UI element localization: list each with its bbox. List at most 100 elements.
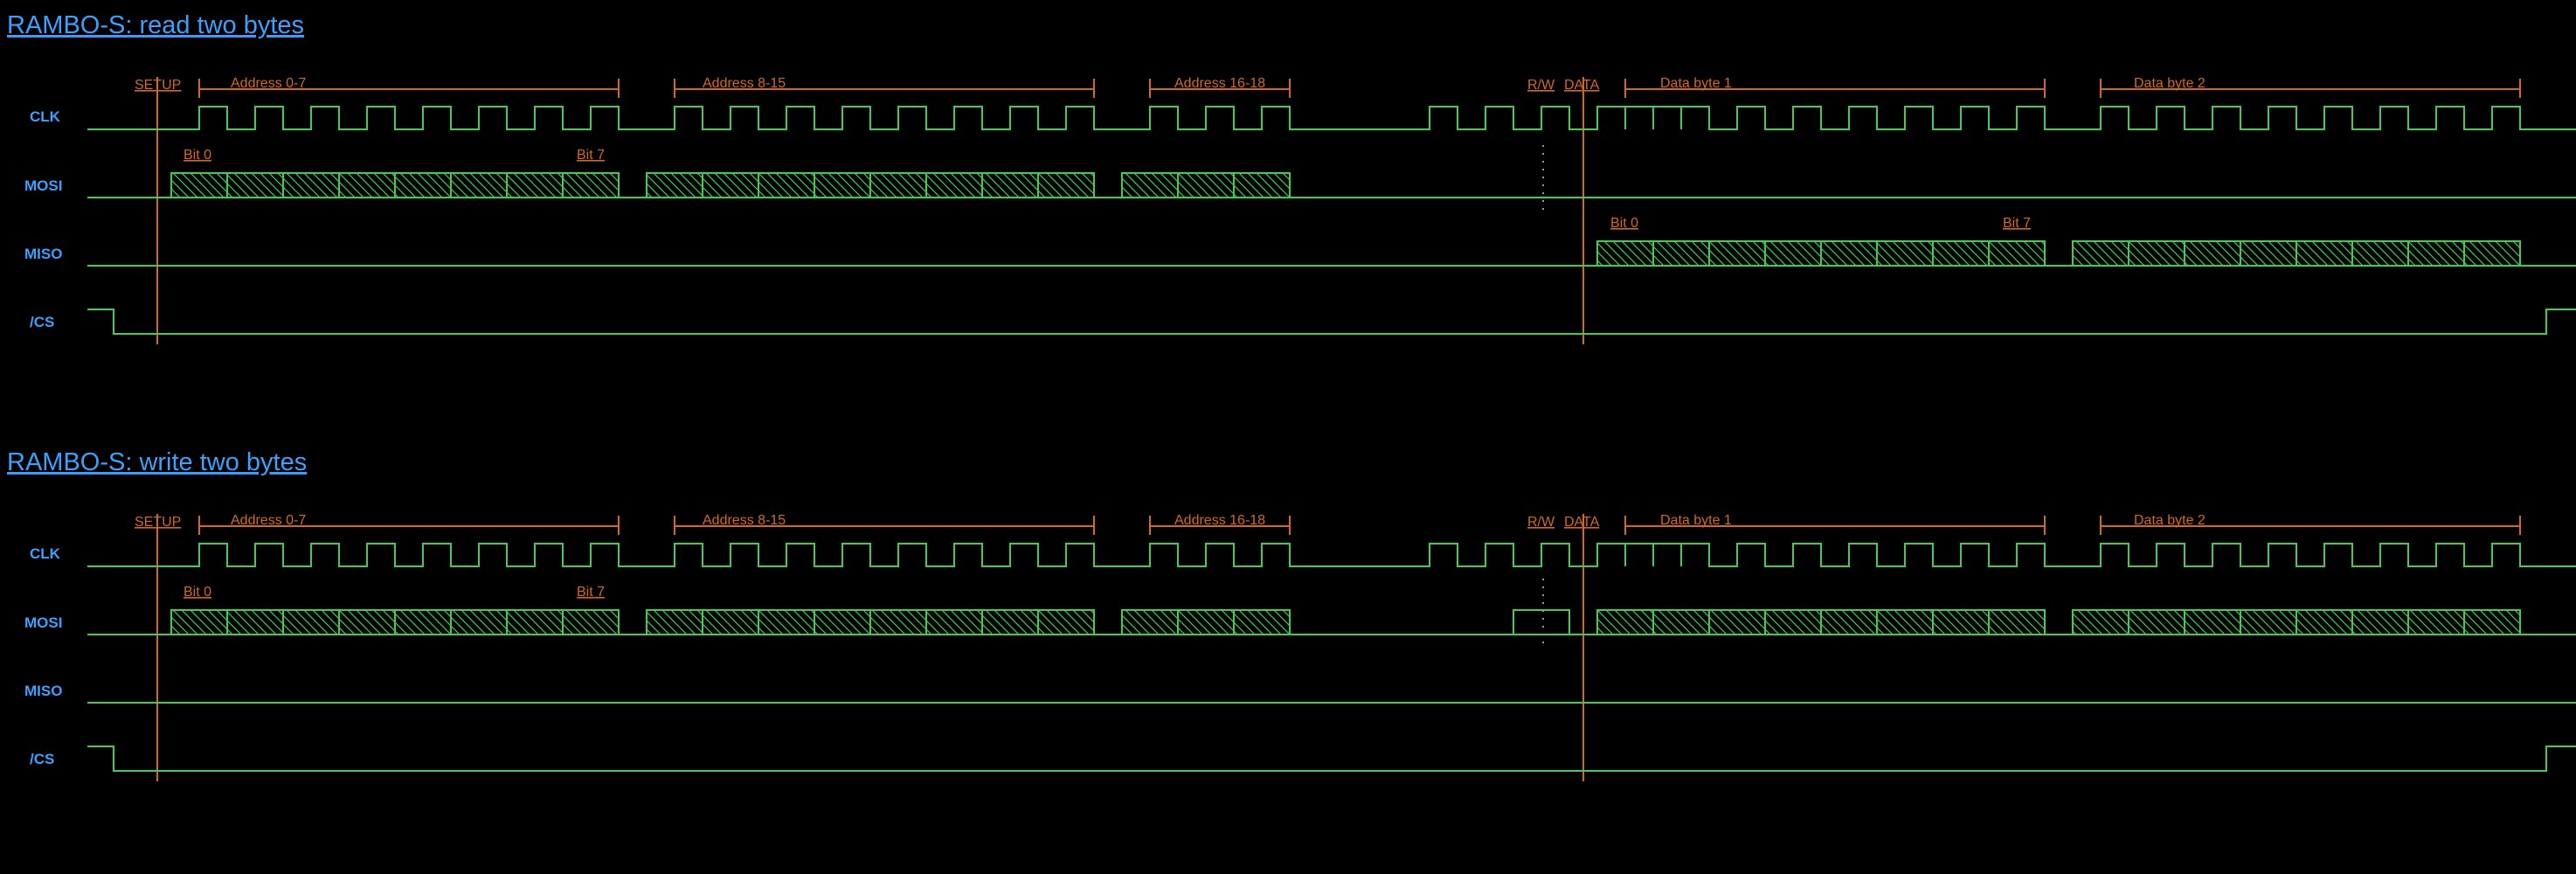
bit-cell: [814, 172, 871, 198]
bit-cell: [282, 172, 340, 198]
bit-cell: [1820, 609, 1878, 635]
bit-cell: [702, 609, 759, 635]
address-8-15-label: Address 8-15: [703, 513, 786, 528]
data-byte-1-bracket: [1624, 79, 2046, 98]
miso-label: MISO: [24, 246, 62, 262]
bit-cell: [1876, 609, 1934, 635]
bit-cell: [925, 609, 983, 635]
bit-cell: [1988, 609, 2046, 635]
bit-cell: [2296, 609, 2353, 635]
data-byte-2-label: Data byte 2: [2134, 76, 2206, 91]
bit-cell: [2072, 240, 2129, 267]
cs-label: /CS: [30, 751, 54, 767]
bit-cell: [338, 609, 396, 635]
bit-cell: [170, 172, 228, 198]
bit-cell: [1764, 240, 1822, 267]
data-label: DATA: [1564, 78, 1600, 93]
mosi-bit-0-label: Bit 0: [184, 585, 211, 600]
write-panel: RAMBO-S: write two bytes CLK MOSI MISO /…: [7, 448, 2576, 781]
miso-waveform: [87, 240, 2576, 267]
bit-cell: [506, 609, 564, 635]
bit-cell: [2072, 609, 2129, 635]
bit-cell: [1177, 609, 1235, 635]
bit-cell: [981, 609, 1039, 635]
data-byte-1-bracket: [1624, 516, 2046, 535]
address-8-15-bracket: [674, 79, 1095, 98]
data-byte-1-label: Data byte 1: [1660, 513, 1732, 528]
bit-cell: [2351, 609, 2409, 635]
cs-waveform: [87, 746, 2576, 772]
bit-cell: [1988, 240, 2046, 267]
bit-cell: [2240, 609, 2297, 635]
bit-cell: [450, 172, 508, 198]
write-title[interactable]: RAMBO-S: write two bytes: [7, 448, 307, 476]
address-0-7-bracket: [198, 79, 620, 98]
bit-cell: [394, 609, 452, 635]
mosi-label: MOSI: [24, 614, 62, 631]
bit-cell: [1037, 172, 1095, 198]
bit-cell: [1764, 609, 1822, 635]
bit-cell: [1233, 609, 1291, 635]
bit-cell: [1596, 240, 1654, 267]
clk-waveform: [87, 543, 2576, 567]
data-byte-2-label: Data byte 2: [2134, 513, 2206, 528]
mosi-bit-7-label: Bit 7: [577, 148, 605, 163]
bit-cell: [1177, 172, 1235, 198]
bit-cell: [2240, 240, 2297, 267]
data-byte-2-bracket: [2100, 516, 2521, 535]
address-0-7-bracket: [198, 516, 620, 535]
read-title[interactable]: RAMBO-S: read two bytes: [7, 11, 304, 39]
address-16-18-label: Address 16-18: [1174, 513, 1265, 528]
bit-cell: [2184, 240, 2241, 267]
address-16-18-bracket: [1149, 516, 1291, 535]
bit-cell: [394, 172, 452, 198]
bit-cell: [2463, 240, 2521, 267]
bit-cell: [2463, 609, 2521, 635]
bit-cell: [1121, 609, 1179, 635]
miso-bit-0-label: Bit 0: [1610, 216, 1638, 231]
bit-cell: [1121, 172, 1179, 198]
bit-cell: [2407, 609, 2465, 635]
bit-cell: [702, 172, 759, 198]
bit-cell: [338, 172, 396, 198]
bit-cell: [226, 609, 284, 635]
bit-cell: [758, 172, 815, 198]
bit-cell: [1876, 240, 1934, 267]
bit-cell: [1652, 609, 1710, 635]
mosi-waveform: [87, 172, 2576, 198]
bit-cell: [1652, 240, 1710, 267]
bit-cell: [2128, 240, 2185, 267]
bit-cell: [1708, 240, 1766, 267]
bit-cell: [170, 609, 228, 635]
cs-label: /CS: [30, 314, 54, 330]
rw-pulse: [1513, 609, 1570, 635]
miso-label: MISO: [24, 683, 62, 699]
data-byte-1-label: Data byte 1: [1660, 76, 1732, 91]
address-8-15-bracket: [674, 516, 1095, 535]
read-panel: RAMBO-S: read two bytes CLK MOSI MISO /C…: [7, 11, 2576, 344]
bit-cell: [282, 609, 340, 635]
data-byte-2-bracket: [2100, 79, 2521, 98]
address-0-7-label: Address 0-7: [231, 76, 306, 91]
address-8-15-label: Address 8-15: [703, 76, 786, 91]
data-label: DATA: [1564, 515, 1600, 530]
bit-cell: [506, 172, 564, 198]
bit-cell: [562, 609, 620, 635]
bit-cell: [869, 609, 927, 635]
clk-label: CLK: [30, 108, 61, 125]
bit-cell: [2128, 609, 2185, 635]
mosi-waveform: [87, 609, 2576, 635]
bit-cell: [814, 609, 871, 635]
bit-cell: [1037, 609, 1095, 635]
bit-cell: [646, 172, 703, 198]
bit-cell: [1932, 609, 1990, 635]
cs-waveform: [87, 309, 2576, 335]
clk-label: CLK: [30, 545, 61, 562]
bit-cell: [2407, 240, 2465, 267]
bit-cell: [2296, 240, 2353, 267]
bit-cell: [1233, 172, 1291, 198]
bit-cell: [1708, 609, 1766, 635]
bit-cell: [1820, 240, 1878, 267]
rw-label: R/W: [1527, 78, 1555, 93]
